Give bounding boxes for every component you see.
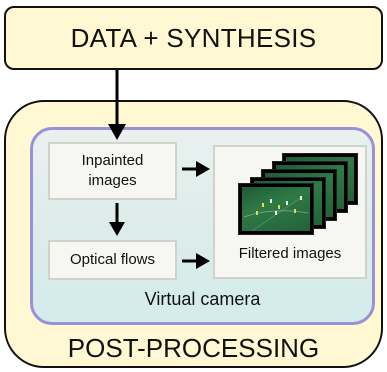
optical-flows-box: Optical flows bbox=[48, 240, 177, 280]
filtered-images-label: Filtered images bbox=[238, 244, 342, 262]
post-processing-title: POST-PROCESSING bbox=[67, 332, 320, 363]
data-synthesis-box: DATA + SYNTHESIS bbox=[4, 6, 383, 70]
arrow-head-data-to-inpainted bbox=[108, 124, 126, 140]
arrow-head-inpainted-to-optical bbox=[109, 222, 125, 236]
arrow-head-inpainted-to-filtered bbox=[196, 161, 210, 177]
optical-flows-label: Optical flows bbox=[69, 251, 156, 268]
arrow-head-optical-to-filtered bbox=[196, 253, 210, 269]
video-frame-front bbox=[238, 183, 314, 235]
data-synthesis-title: DATA + SYNTHESIS bbox=[70, 22, 317, 53]
inpainted-images-label-line1: Inpainted bbox=[81, 152, 144, 169]
soccer-field-image bbox=[242, 187, 310, 231]
inpainted-images-box: Inpainted images bbox=[48, 142, 177, 200]
virtual-camera-label: Virtual camera bbox=[144, 288, 261, 309]
inpainted-images-label-line2: images bbox=[88, 172, 137, 189]
